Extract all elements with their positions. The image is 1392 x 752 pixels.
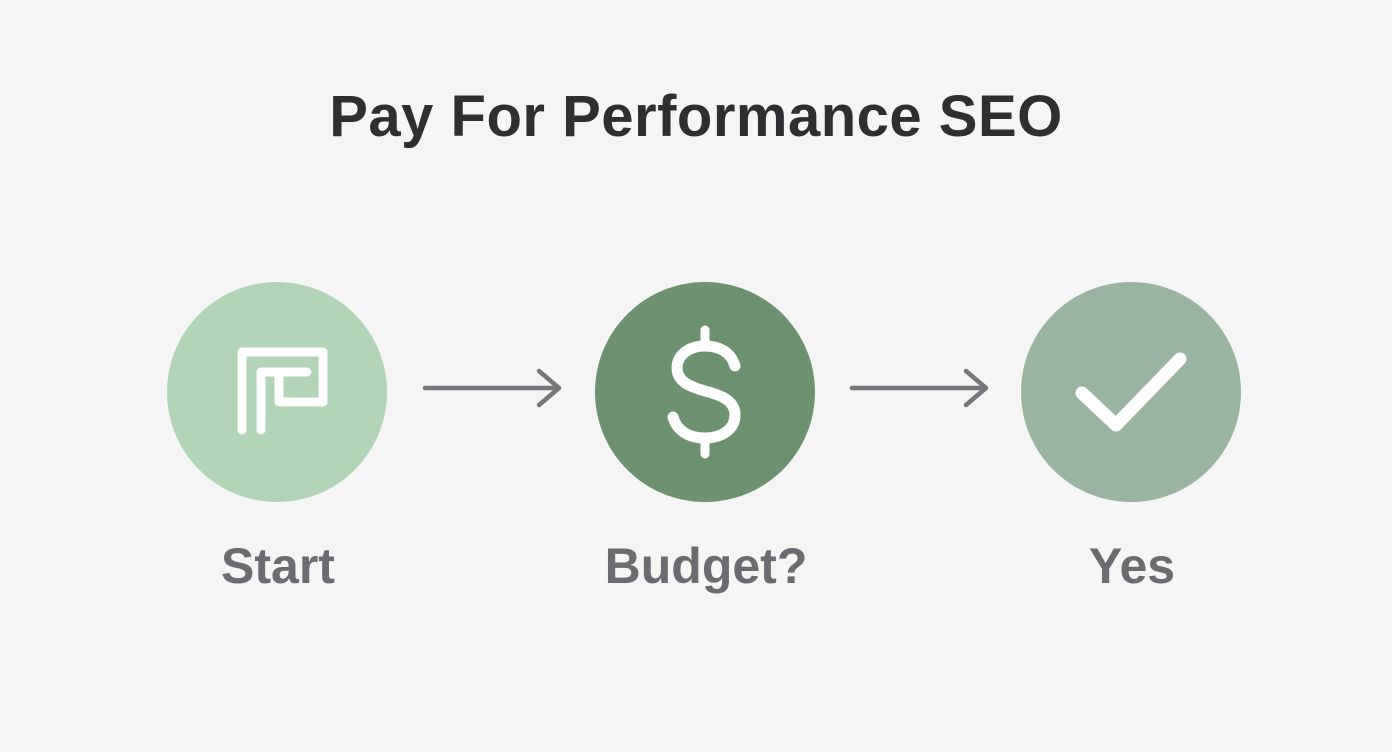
step-budget-label: Budget?: [604, 538, 808, 594]
step-start-circle: [167, 282, 387, 502]
dollar-sign-icon: [667, 325, 741, 459]
step-yes: Yes: [1021, 282, 1243, 594]
step-start-label: Start: [221, 538, 335, 594]
step-budget: Budget?: [595, 282, 817, 594]
step-budget-circle: [595, 282, 815, 502]
step-start: Start: [167, 282, 389, 594]
step-yes-label: Yes: [1088, 538, 1176, 594]
arrow-right-icon: [422, 368, 562, 408]
start-square-icon: [237, 347, 328, 435]
arrow-right-icon: [849, 368, 989, 408]
diagram-title: Pay For Performance SEO: [329, 84, 1063, 149]
checkmark-icon: [1075, 352, 1187, 432]
step-yes-circle: [1021, 282, 1241, 502]
